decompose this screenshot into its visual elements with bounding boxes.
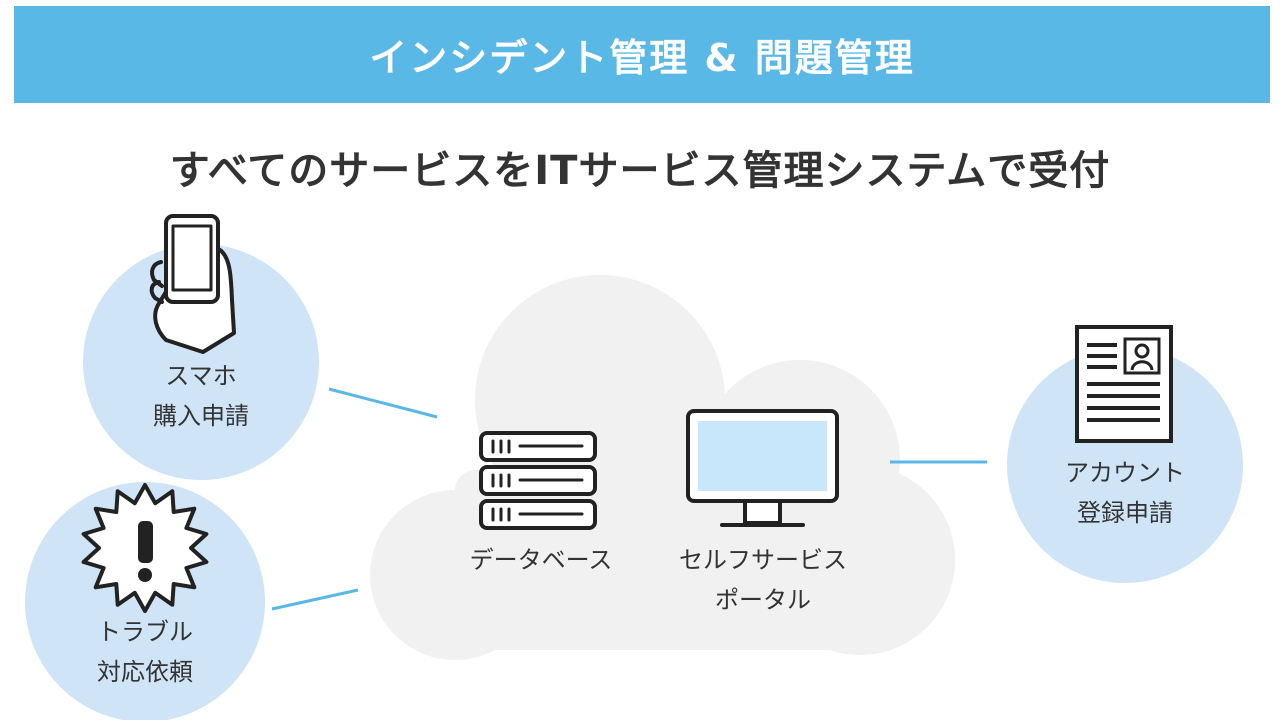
label-line-1: トラブル xyxy=(97,618,193,646)
node-label-self-service-portal: セルフサービス ポータル xyxy=(653,540,873,620)
node-circle-smartphone xyxy=(83,244,319,480)
document-profile-icon xyxy=(1075,325,1173,443)
label-line-1: アカウント xyxy=(1065,459,1185,487)
connector-line-trouble xyxy=(271,588,359,611)
label-line-2: ポータル xyxy=(715,586,811,614)
alert-burst-icon xyxy=(81,483,209,613)
server-stack-icon xyxy=(479,431,597,530)
page-title: インシデント管理 & 問題管理 xyxy=(369,36,915,80)
label-line-1: スマホ xyxy=(165,362,237,390)
connector-line-smartphone xyxy=(328,387,438,419)
node-label-smartphone-purchase: スマホ 購入申請 xyxy=(101,356,301,436)
node-label-database: データベース xyxy=(431,540,651,580)
label-line-2: 対応依頼 xyxy=(97,658,193,686)
label-line-2: 購入申請 xyxy=(153,402,249,430)
header-bar: インシデント管理 & 問題管理 xyxy=(14,6,1270,103)
node-label-trouble-request: トラブル 対応依頼 xyxy=(45,612,245,692)
node-label-account-registration: アカウント 登録申請 xyxy=(1025,453,1225,533)
monitor-icon xyxy=(686,409,839,527)
subtitle: すべてのサービスをITサービス管理システムで受付 xyxy=(169,148,1111,194)
smartphone-hand-icon xyxy=(149,214,236,354)
label-line-2: 登録申請 xyxy=(1077,499,1173,527)
node-circle-account xyxy=(1007,347,1243,583)
label-line-1: セルフサービス xyxy=(679,546,847,574)
label-line-1: データベース xyxy=(469,546,613,574)
